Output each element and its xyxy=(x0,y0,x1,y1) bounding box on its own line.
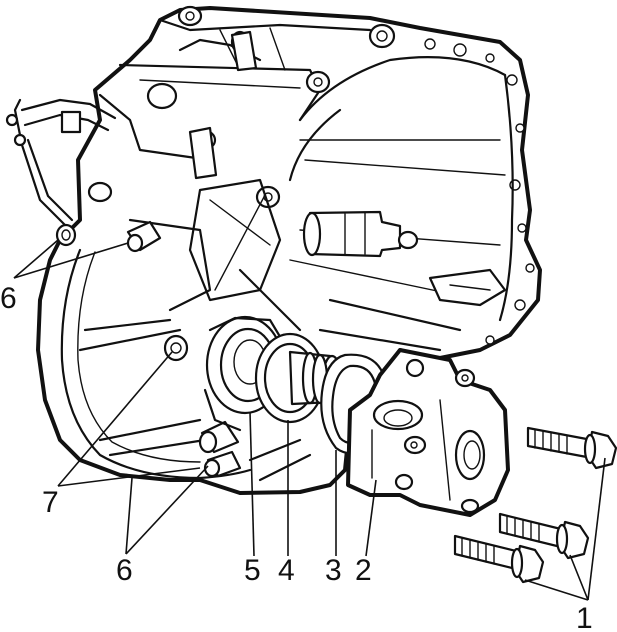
guide-sleeve xyxy=(254,332,343,424)
callout-dowel-pins-lower: 6 xyxy=(116,554,133,587)
bolt-middle xyxy=(498,512,590,560)
dowel-lower xyxy=(198,420,242,478)
callout-dowel-pins-upper: 6 xyxy=(0,282,17,315)
callout-gasket: 3 xyxy=(325,554,342,587)
bolt-upper xyxy=(526,426,617,470)
leader-lines xyxy=(13,239,606,601)
shift-linkage xyxy=(5,98,117,227)
callout-seal: 5 xyxy=(244,554,261,587)
callout-labels: 6 7 6 5 4 3 2 1 xyxy=(0,282,593,632)
output-shaft xyxy=(302,210,419,258)
dowel-upper-far-left xyxy=(55,223,77,247)
bearing-housing xyxy=(346,348,510,517)
gearbox-case xyxy=(5,5,542,495)
callout-housing: 2 xyxy=(355,554,372,587)
bolt-lower xyxy=(453,534,545,584)
callout-sleeve: 4 xyxy=(278,554,295,587)
callout-plug: 7 xyxy=(42,486,59,519)
callout-bolts: 1 xyxy=(576,602,593,632)
